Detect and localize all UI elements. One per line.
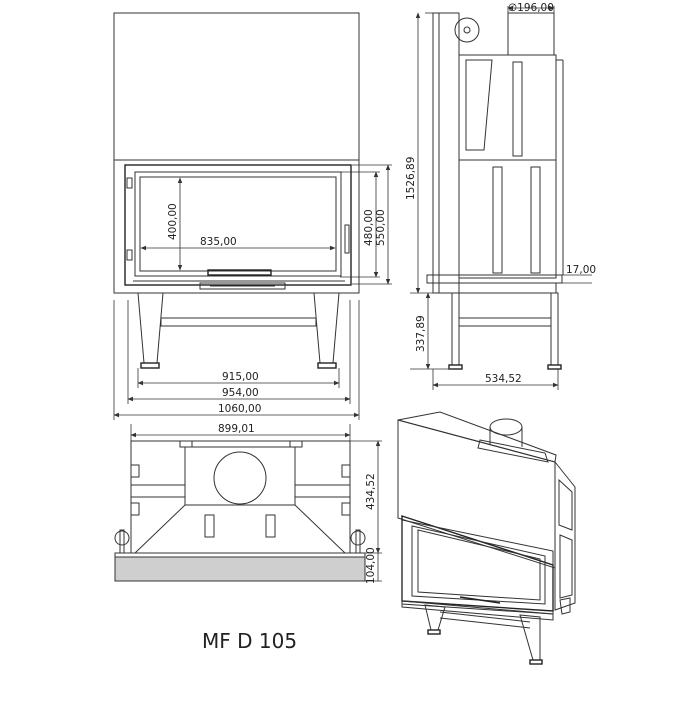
front-foot-left — [140, 362, 160, 369]
front-body — [113, 159, 360, 294]
front-ash-grate — [199, 282, 286, 290]
dim-width-1060: 1060,00 — [218, 403, 261, 415]
front-view: 835,00 400,00 480,00 550,00 915,00 954,0… — [113, 12, 392, 420]
front-leg-right — [313, 292, 340, 364]
dim-width-915: 915,00 — [222, 371, 259, 383]
front-hood — [113, 12, 360, 161]
dim-plan-depth: 434,52 — [365, 473, 377, 510]
front-handle — [207, 269, 272, 276]
plan-front-frame — [114, 556, 366, 582]
front-foot-right — [317, 362, 337, 369]
dim-glass-width: 835,00 — [200, 236, 237, 248]
side-view: 1526,89 337,89 ∅196,00 17,00 534,52 — [405, 2, 596, 390]
plan-flue-circle — [213, 451, 267, 505]
dim-glass-height: 400,00 — [167, 203, 179, 240]
front-crossbar — [160, 317, 317, 327]
side-leg-rear — [550, 292, 559, 366]
dim-leg-height: 337,89 — [415, 315, 427, 352]
side-damper-dial — [454, 17, 480, 43]
iso-hood-front — [397, 419, 556, 569]
model-title: MF D 105 — [202, 629, 297, 653]
plan-view: 899,01 434,52 104,00 — [114, 423, 382, 584]
side-convection-chamber — [458, 54, 557, 161]
dim-front-height: 550,00 — [375, 209, 387, 246]
side-firebox — [458, 159, 557, 279]
side-leg-front — [451, 292, 460, 366]
front-leg-left — [137, 292, 164, 364]
front-door — [124, 164, 352, 286]
front-glass — [139, 176, 337, 272]
dim-flue-diameter: ∅196,00 — [508, 2, 554, 14]
dim-depth: 534,52 — [485, 373, 522, 385]
iso-flue — [489, 418, 523, 436]
dim-plan-width: 899,01 — [218, 423, 255, 435]
iso-hood-top — [397, 411, 557, 463]
dim-total-height: 1526,89 — [405, 157, 417, 200]
side-front-plate — [432, 12, 440, 294]
dim-width-954: 954,00 — [222, 387, 259, 399]
front-glass-outer — [134, 171, 342, 277]
plan-firebox — [133, 504, 347, 554]
dim-plan-104: 104,00 — [365, 547, 377, 584]
dim-17: 17,00 — [566, 264, 596, 276]
dim-door-height: 480,00 — [363, 209, 375, 246]
isometric-view — [397, 411, 576, 665]
side-flue — [507, 12, 555, 56]
